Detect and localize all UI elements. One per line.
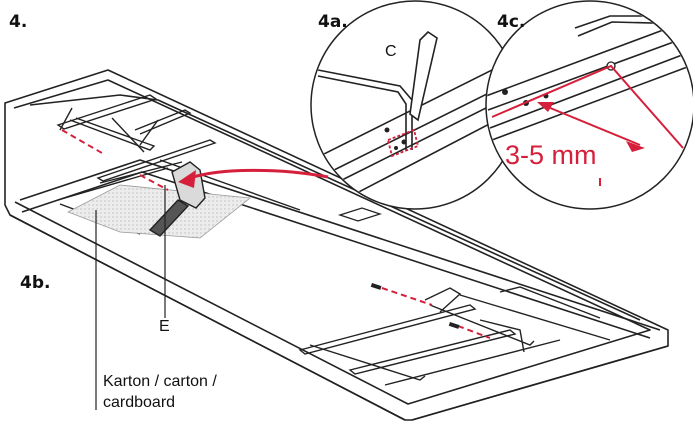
detail-arrow: [189, 168, 329, 180]
leader-lines: [95, 185, 166, 410]
bracket-part-e: [148, 161, 206, 237]
step-label-4c: 4c.: [497, 12, 526, 32]
measurement-label: 3-5 mm: [505, 140, 597, 170]
part-label-e: E: [159, 318, 170, 335]
screw-position-hints: [61, 129, 491, 339]
hole-marker-4a: [386, 128, 420, 158]
step-label-4b: 4b.: [20, 273, 51, 293]
detail-arrowhead: [178, 170, 196, 188]
detail-circle-4c: [485, 0, 693, 210]
screw-holes-4a: [384, 127, 407, 150]
screws: [370, 282, 460, 329]
material-note-line2: cardboard: [103, 394, 176, 411]
detail-circle-4a: [310, 0, 520, 210]
part-label-c: C: [385, 43, 397, 60]
measurement-lines: [491, 64, 684, 149]
measurement-arrowhead-left: [537, 102, 554, 112]
step-label-4: 4.: [9, 12, 28, 32]
right-crossbars: [298, 286, 611, 386]
step-label-4a: 4a.: [318, 12, 348, 32]
material-note-line1: Karton / carton /: [103, 373, 217, 390]
center-bracket: [337, 207, 383, 222]
measurement-arrowhead-right: [626, 141, 645, 152]
